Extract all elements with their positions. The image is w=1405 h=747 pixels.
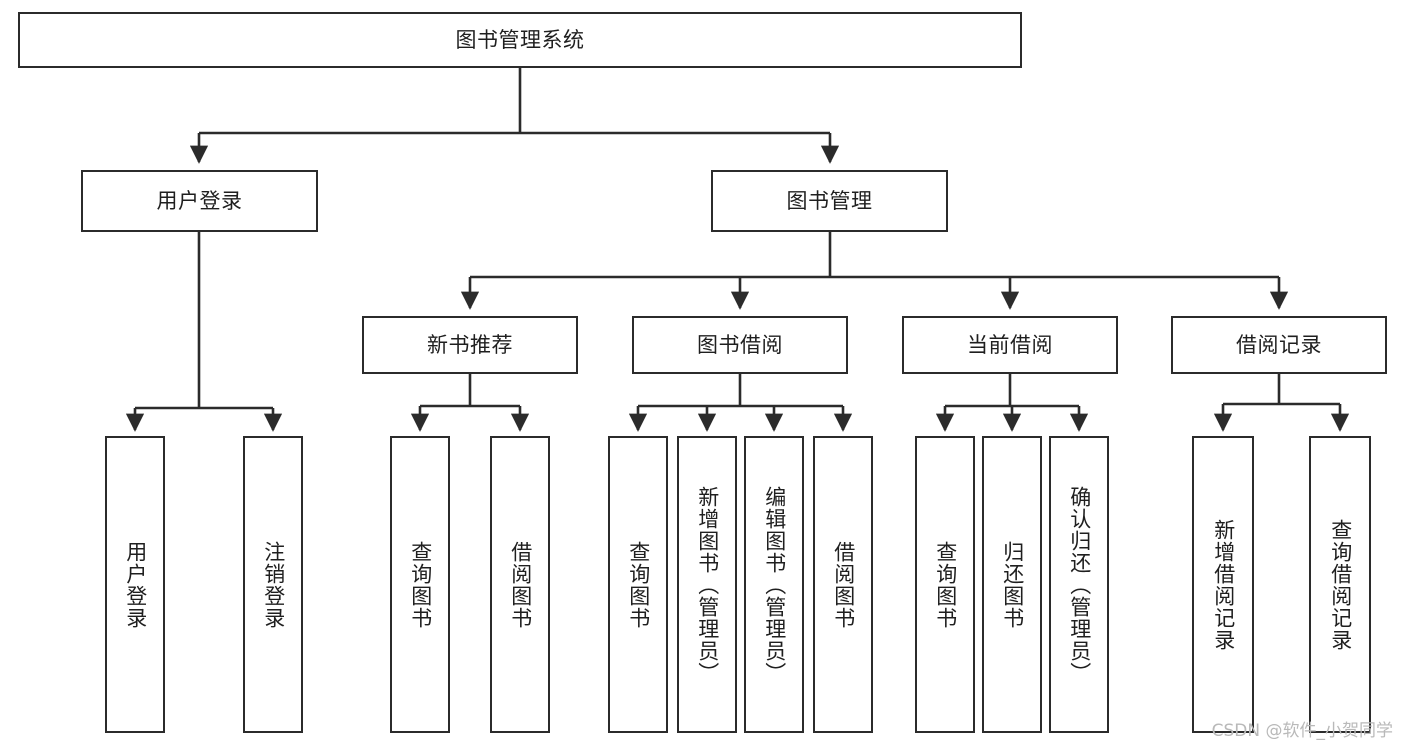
node-current-borrow-label: 当前借阅	[967, 332, 1053, 357]
node-leaf-query-book-1[interactable]: 查询图书	[390, 436, 450, 733]
node-user-login[interactable]: 用户登录	[81, 170, 318, 232]
node-new-book-recommend[interactable]: 新书推荐	[362, 316, 578, 374]
node-leaf-borrow-book-1[interactable]: 借阅图书	[490, 436, 550, 733]
csdn-watermark: CSDN @软件_小贺同学	[1211, 721, 1393, 741]
node-book-borrow[interactable]: 图书借阅	[632, 316, 848, 374]
node-leaf-add-book-label: 新增图书（管理员）	[695, 485, 720, 684]
node-new-book-recommend-label: 新书推荐	[427, 332, 513, 357]
node-leaf-add-book[interactable]: 新增图书（管理员）	[677, 436, 737, 733]
node-leaf-borrow-book-2[interactable]: 借阅图书	[813, 436, 873, 733]
node-leaf-query-record-label: 查询借阅记录	[1328, 518, 1353, 651]
node-leaf-query-book-1-label: 查询图书	[408, 540, 433, 629]
node-leaf-user-login-label: 用户登录	[123, 540, 148, 629]
node-user-login-label: 用户登录	[156, 188, 243, 213]
node-leaf-query-book-3[interactable]: 查询图书	[915, 436, 975, 733]
node-leaf-query-record[interactable]: 查询借阅记录	[1309, 436, 1371, 733]
node-book-borrow-label: 图书借阅	[697, 332, 783, 357]
node-leaf-logout[interactable]: 注销登录	[243, 436, 303, 733]
node-current-borrow[interactable]: 当前借阅	[902, 316, 1118, 374]
node-book-manage[interactable]: 图书管理	[711, 170, 948, 232]
node-leaf-logout-label: 注销登录	[261, 540, 286, 629]
node-borrow-record-label: 借阅记录	[1236, 332, 1322, 357]
node-leaf-add-record-label: 新增借阅记录	[1211, 518, 1236, 651]
node-leaf-borrow-book-1-label: 借阅图书	[508, 540, 533, 629]
node-leaf-return-book-label: 归还图书	[1000, 540, 1025, 629]
node-leaf-edit-book-label: 编辑图书（管理员）	[762, 485, 787, 684]
node-root-system-label: 图书管理系统	[455, 27, 585, 52]
node-root-system[interactable]: 图书管理系统	[18, 12, 1022, 68]
node-leaf-query-book-2[interactable]: 查询图书	[608, 436, 668, 733]
node-leaf-confirm-return-label: 确认归还（管理员）	[1067, 485, 1092, 684]
node-leaf-borrow-book-2-label: 借阅图书	[831, 540, 856, 629]
node-leaf-return-book[interactable]: 归还图书	[982, 436, 1042, 733]
node-leaf-query-book-3-label: 查询图书	[933, 540, 958, 629]
node-leaf-user-login[interactable]: 用户登录	[105, 436, 165, 733]
node-borrow-record[interactable]: 借阅记录	[1171, 316, 1387, 374]
node-leaf-edit-book[interactable]: 编辑图书（管理员）	[744, 436, 804, 733]
node-book-manage-label: 图书管理	[786, 188, 873, 213]
node-leaf-add-record[interactable]: 新增借阅记录	[1192, 436, 1254, 733]
node-leaf-confirm-return[interactable]: 确认归还（管理员）	[1049, 436, 1109, 733]
node-leaf-query-book-2-label: 查询图书	[626, 540, 651, 629]
